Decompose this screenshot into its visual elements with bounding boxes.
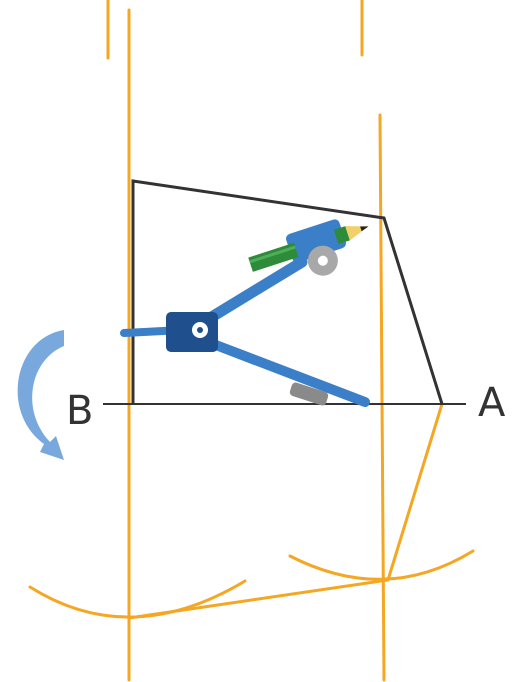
line-a-to-intersection [386,402,444,582]
arc-left [28,579,247,619]
vertical-line-right [378,113,386,682]
quadrilateral [131,179,444,405]
compass-icon [120,219,370,407]
arc-right [288,549,475,581]
point-a-label: A [478,380,506,426]
pencil-icon [248,226,369,276]
construction-lines [28,0,475,682]
rotate-arrow-icon [17,330,64,460]
point-b-label: B [66,388,93,434]
